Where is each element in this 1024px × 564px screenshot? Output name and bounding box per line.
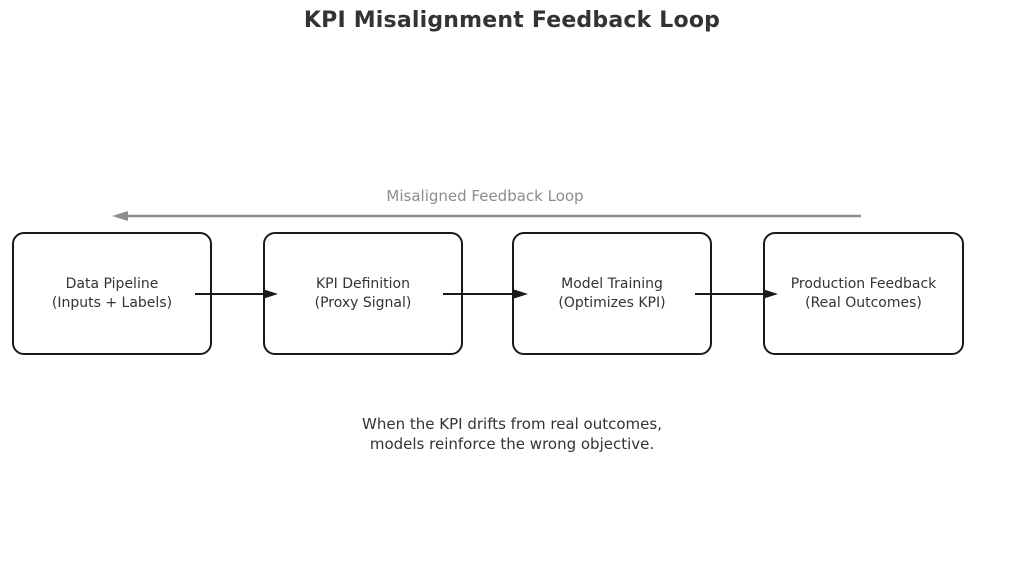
- box-label-line2: (Inputs + Labels): [51, 294, 173, 311]
- box-data-pipeline: Data Pipeline (Inputs + Labels): [12, 232, 212, 355]
- box-model-training: Model Training (Optimizes KPI): [512, 232, 712, 355]
- box-label-line1: Model Training: [561, 275, 663, 292]
- box-production-feedback: Production Feedback (Real Outcomes): [763, 232, 964, 355]
- feedback-arrow: [112, 211, 861, 221]
- caption: When the KPI drifts from real outcomes, …: [362, 414, 662, 454]
- caption-line1: When the KPI drifts from real outcomes,: [362, 415, 662, 433]
- box-label-line1: Data Pipeline: [65, 275, 159, 292]
- box-label-line2: (Optimizes KPI): [558, 294, 666, 311]
- feedback-loop-label: Misaligned Feedback Loop: [386, 187, 584, 205]
- box-label-line1: KPI Definition: [316, 275, 410, 292]
- box-kpi-definition: KPI Definition (Proxy Signal): [263, 232, 463, 355]
- box-label-line2: (Real Outcomes): [805, 294, 922, 311]
- box-label-line1: Production Feedback: [790, 275, 937, 292]
- box-label-line2: (Proxy Signal): [314, 294, 412, 311]
- diagram-title: KPI Misalignment Feedback Loop: [303, 8, 721, 33]
- caption-line2: models reinforce the wrong objective.: [369, 435, 655, 453]
